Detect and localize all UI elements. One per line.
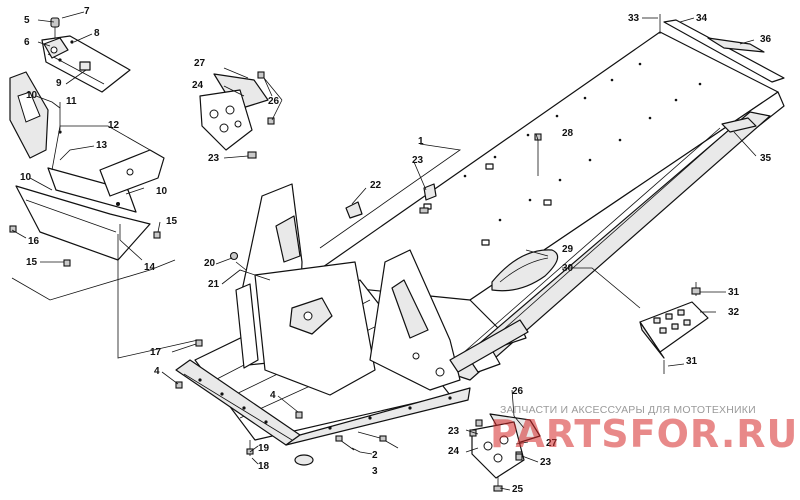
tunnel-rear-rail: [445, 111, 771, 381]
bulkhead-front-rail: [285, 387, 471, 446]
front-bulkhead: [175, 183, 529, 446]
skid-plate-14: [15, 185, 151, 261]
callout-31-lower: 31: [686, 356, 698, 367]
callout-15-bottom: 15: [26, 257, 38, 268]
callout-1: 1: [418, 136, 424, 147]
callout-23-upper: 23: [208, 153, 220, 164]
nut-20: [229, 251, 239, 261]
callout-10-upper: 10: [26, 90, 38, 101]
bulkhead-left-pillar: [235, 283, 259, 369]
callout-26-lower: 26: [512, 386, 524, 397]
callout-22: 22: [370, 180, 382, 191]
callout-23-deck: 23: [412, 155, 424, 166]
callout-12: 12: [108, 120, 120, 131]
callout-16: 16: [28, 236, 40, 247]
upper-left-plate-group: [41, 17, 131, 93]
callout-32: 32: [728, 307, 740, 318]
callout-36: 36: [760, 34, 772, 45]
leader-lines: [11, 11, 757, 491]
small-fasteners: [175, 133, 542, 461]
footrest-plate-group: [639, 282, 709, 374]
callout-26-upper: 26: [268, 96, 280, 107]
watermark-caption: ЗАПЧАСТИ И АКСЕССУАРЫ ДЛЯ МОТОТЕХНИКИ: [500, 404, 756, 416]
left-skid-group: [9, 71, 165, 267]
callout-27-lower: 27: [546, 438, 558, 449]
callout-29: 29: [562, 244, 574, 255]
grommet-19: [294, 454, 314, 466]
rear-strip-group: [659, 14, 785, 133]
strip-34: [663, 19, 785, 83]
callout-23-lower-left: 23: [448, 426, 460, 437]
callout-7: 7: [84, 6, 90, 17]
tunnel-cooler-pad: [491, 249, 559, 292]
callout-4-left: 4: [154, 366, 160, 377]
trim-36: [707, 37, 765, 53]
callout-33: 33: [628, 13, 640, 24]
callout-35: 35: [760, 153, 772, 164]
tunnel-assembly: [299, 31, 785, 381]
callout-15-right: 15: [166, 216, 178, 227]
callout-24-upper: 24: [192, 80, 204, 91]
callout-2: 2: [372, 450, 378, 461]
callout-17: 17: [150, 347, 162, 358]
watermark-logo: PARTSFOR.RU: [490, 412, 799, 456]
callout-27-upper: 27: [194, 58, 206, 69]
callout-8: 8: [94, 28, 100, 39]
callout-18: 18: [258, 461, 270, 472]
callout-31-upper: 31: [728, 287, 740, 298]
callout-20: 20: [204, 258, 216, 269]
callout-11: 11: [66, 96, 77, 107]
callout-21: 21: [208, 279, 220, 290]
clip-22: [345, 201, 363, 219]
callout-3: 3: [372, 466, 378, 477]
clip-23-deck: [423, 183, 437, 201]
callout-4-floor: 4: [270, 390, 276, 401]
callout-6: 6: [24, 37, 30, 48]
callout-9: 9: [56, 78, 62, 89]
callout-28: 28: [562, 128, 574, 139]
callout-24-lower: 24: [448, 446, 460, 457]
callout-13: 13: [96, 140, 108, 151]
callout-5: 5: [24, 15, 30, 26]
bumper-35: [721, 117, 757, 133]
callout-34: 34: [696, 13, 708, 24]
callout-10-middle: 10: [20, 172, 32, 183]
callout-23-lower-right: 23: [540, 457, 552, 468]
callout-14: 14: [144, 262, 156, 273]
knob-7: [50, 17, 60, 28]
callout-10-right: 10: [156, 186, 168, 197]
plate-12: [47, 167, 137, 213]
callout-30: 30: [562, 263, 574, 274]
callout-19: 19: [258, 443, 270, 454]
callout-25: 25: [512, 484, 524, 495]
upper-mount-bracket-group: [199, 71, 275, 159]
